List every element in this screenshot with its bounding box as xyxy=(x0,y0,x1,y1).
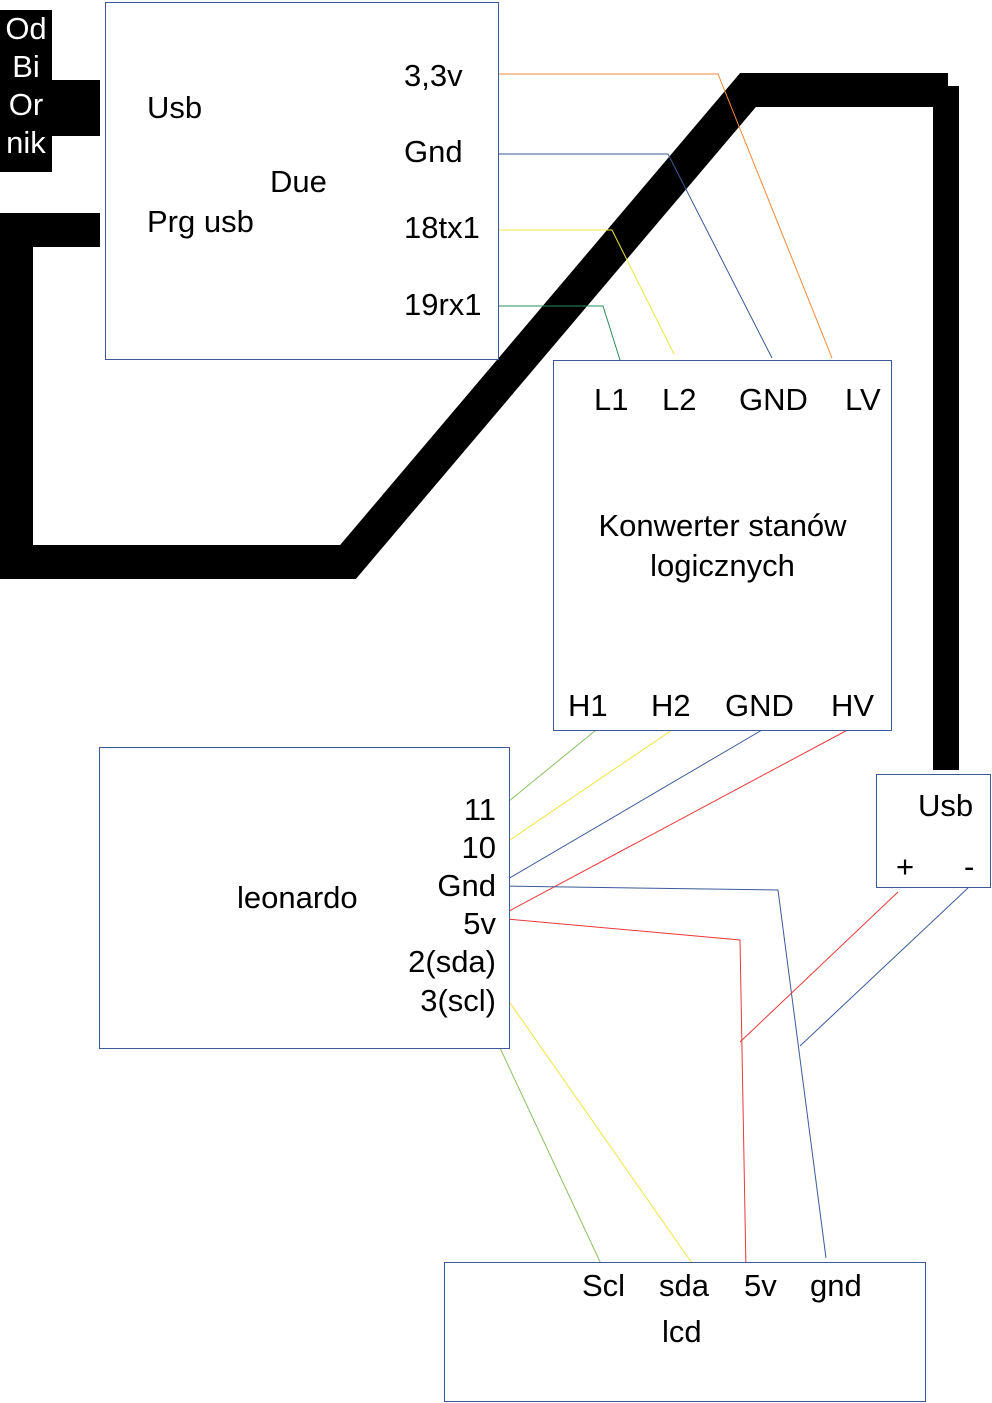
lcd-pin-scl: Scl xyxy=(582,1268,626,1303)
wire-33v-lv xyxy=(498,73,833,359)
due-pin-rx: 19rx1 xyxy=(404,287,482,322)
converter-title-line-2: logicznych xyxy=(650,548,795,583)
leonardo-pin-5v: 5v xyxy=(463,906,496,941)
converter-pin-gnd-low: GND xyxy=(739,382,808,417)
due-usb-label: Usb xyxy=(147,90,203,125)
lcd-pin-gnd: gnd xyxy=(810,1268,862,1303)
wire-gnd-lcd xyxy=(495,885,827,1259)
converter-pin-h1: H1 xyxy=(568,688,608,723)
wire-usb-minus xyxy=(799,887,969,1047)
power-source-line-2: Bi xyxy=(12,49,40,84)
due-pin-tx: 18tx1 xyxy=(404,210,480,245)
usb-power-title: Usb xyxy=(918,788,974,823)
level-converter xyxy=(553,360,892,731)
converter-title-line-1: Konwerter stanów xyxy=(598,508,847,543)
lcd-pin-sda: sda xyxy=(659,1268,709,1303)
wire-gnd-gnd2 xyxy=(495,729,763,887)
power-source-line-3: Or xyxy=(8,87,44,122)
lcd-title: lcd xyxy=(662,1314,702,1349)
due-pin-33v: 3,3v xyxy=(404,58,463,93)
converter-pin-hv: HV xyxy=(831,688,875,723)
due-board xyxy=(105,2,499,360)
power-plug xyxy=(46,80,100,136)
wire-tx-l2 xyxy=(498,229,675,355)
wire-h1-11 xyxy=(497,729,597,811)
leonardo-pin-11: 11 xyxy=(463,792,496,827)
wire-gnd-gnd xyxy=(498,153,773,359)
wire-h2-10 xyxy=(497,729,673,849)
usb-cable xyxy=(0,73,948,579)
due-pin-gnd: Gnd xyxy=(404,134,463,169)
leonardo-pin-10: 10 xyxy=(461,830,496,865)
wire-sda-lcd xyxy=(493,979,695,1267)
wire-scl-lcd xyxy=(485,1017,603,1267)
wire-hv-5v xyxy=(495,725,856,919)
wire-usb-plus xyxy=(739,891,899,1043)
leonardo-pin-scl: 3(scl) xyxy=(420,983,496,1018)
power-source-label: Od Bi Or nik xyxy=(0,10,52,172)
converter-pin-gnd-high: GND xyxy=(725,688,794,723)
due-title: Due xyxy=(270,164,327,199)
usb-power-minus: - xyxy=(964,849,975,884)
converter-pin-lv: LV xyxy=(845,382,881,417)
converter-pin-l1: L1 xyxy=(594,382,629,417)
lcd-module xyxy=(444,1262,926,1402)
power-source-line-4: nik xyxy=(6,125,46,160)
leonardo-board xyxy=(99,747,510,1049)
leonardo-title: leonardo xyxy=(237,880,358,915)
converter-pin-l2: L2 xyxy=(662,382,697,417)
lcd-pin-5v: 5v xyxy=(744,1268,777,1303)
leonardo-pin-sda: 2(sda) xyxy=(408,944,496,979)
leonardo-pin-gnd: Gnd xyxy=(437,868,496,903)
wire-rx-l1 xyxy=(498,305,621,361)
usb-power-module xyxy=(876,774,991,888)
due-prg-usb-label: Prg usb xyxy=(147,204,254,239)
power-source-line-1: Od xyxy=(5,11,47,46)
wire-5v-lcd xyxy=(495,917,747,1271)
converter-pin-h2: H2 xyxy=(651,688,691,723)
usb-power-plus: + xyxy=(896,849,915,884)
